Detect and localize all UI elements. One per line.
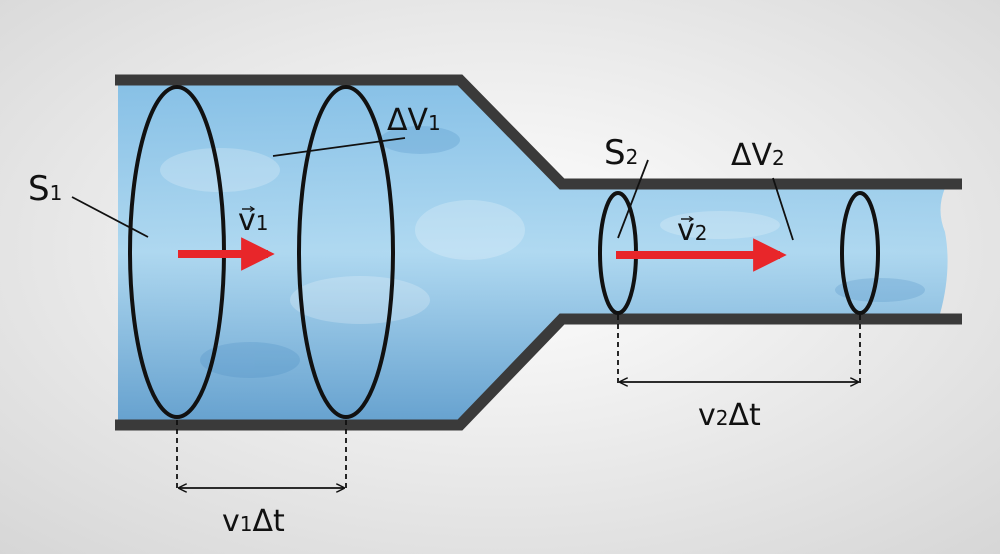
label-v2-delta-t: v2Δt	[698, 398, 761, 433]
leader-dv1	[272, 137, 406, 157]
vector-accent-v2	[681, 215, 695, 223]
vector-accent-v1	[242, 205, 256, 213]
label-s2: S2	[604, 133, 638, 173]
leader-dv2	[772, 177, 794, 241]
fluid-body	[118, 84, 948, 420]
pipe-wall-top	[115, 74, 962, 190]
leader-s2	[617, 159, 649, 239]
label-dv2: ΔV2	[731, 138, 785, 173]
label-v1-delta-t: v1Δt	[222, 504, 285, 539]
label-s1: S1	[28, 169, 62, 209]
label-v1: v1	[238, 203, 269, 238]
cross-section-s1-right	[297, 85, 395, 419]
fluid-texture	[160, 126, 925, 378]
label-dv1: ΔV1	[387, 103, 441, 138]
label-v2: v2	[677, 213, 708, 248]
cross-section-s2-right	[840, 191, 880, 315]
pipe-wall-bottom	[115, 313, 962, 431]
leader-s1	[71, 196, 149, 238]
